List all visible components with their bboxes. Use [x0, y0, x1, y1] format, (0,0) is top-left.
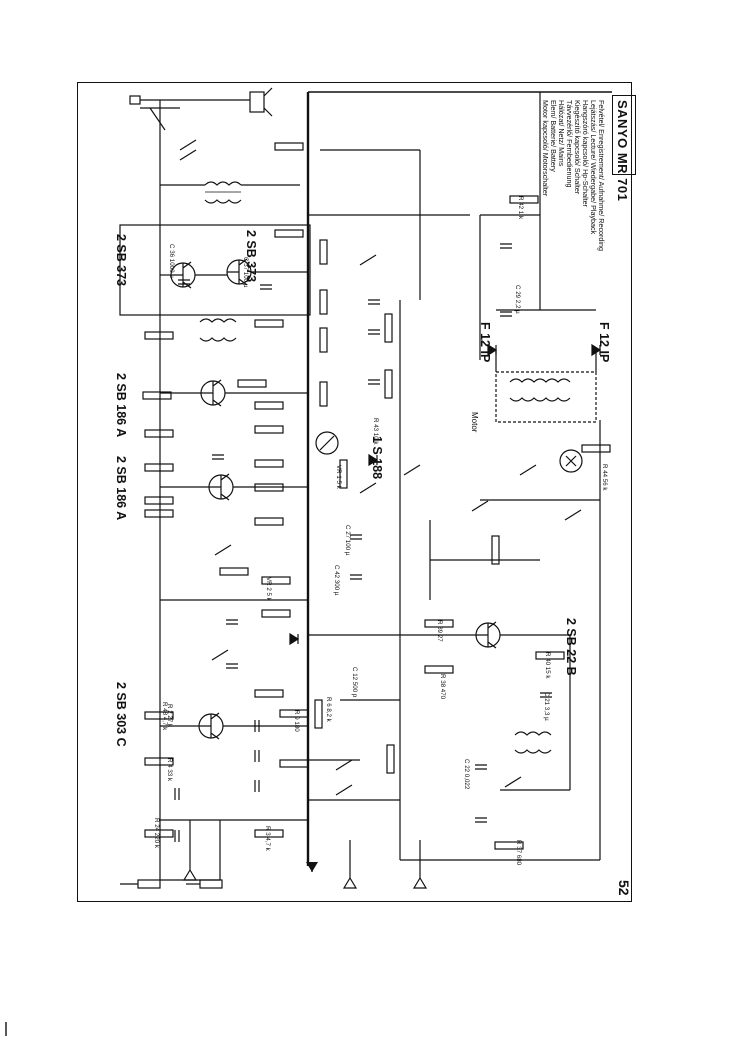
jack-mic — [137, 879, 161, 889]
power-transformer-primary — [509, 378, 571, 383]
switch-s12 — [359, 482, 377, 494]
switch-s4 — [214, 544, 232, 556]
diode-1s188 — [368, 453, 379, 467]
switch-s6 — [335, 759, 353, 771]
title-block — [612, 95, 636, 175]
switch-s10 — [564, 509, 582, 521]
switch-s7 — [335, 784, 353, 796]
motor-symbol — [559, 449, 583, 473]
switch-s3 — [403, 464, 421, 476]
head-coil-b — [514, 749, 552, 754]
output-transformer-a — [204, 181, 242, 186]
switch-s2 — [359, 254, 377, 266]
head-coil-a — [514, 731, 552, 736]
ground-symbol-3 — [412, 876, 428, 889]
drawing-frame — [77, 82, 632, 902]
speaker — [249, 91, 265, 113]
rail-arrow — [306, 862, 318, 872]
level-meter — [315, 431, 339, 455]
switch-s5 — [211, 649, 229, 661]
output-stage-box — [119, 224, 311, 316]
diode-d1 — [289, 632, 300, 646]
switch-s1 — [179, 139, 197, 151]
jack-ext — [199, 879, 223, 889]
switch-s11 — [471, 500, 489, 512]
switch-s8 — [504, 776, 522, 788]
power-transformer-secondary — [509, 397, 571, 402]
output-transformer-b — [204, 199, 242, 204]
power-supply-box — [495, 371, 597, 423]
driver-transformer-a — [199, 318, 237, 323]
earphone-jack — [129, 95, 141, 105]
ground-symbol-2 — [342, 876, 358, 889]
driver-transformer-b — [199, 337, 237, 342]
switch-s9 — [519, 464, 537, 476]
diode-f12-1 — [487, 343, 498, 357]
ground-symbol-1 — [182, 868, 198, 881]
